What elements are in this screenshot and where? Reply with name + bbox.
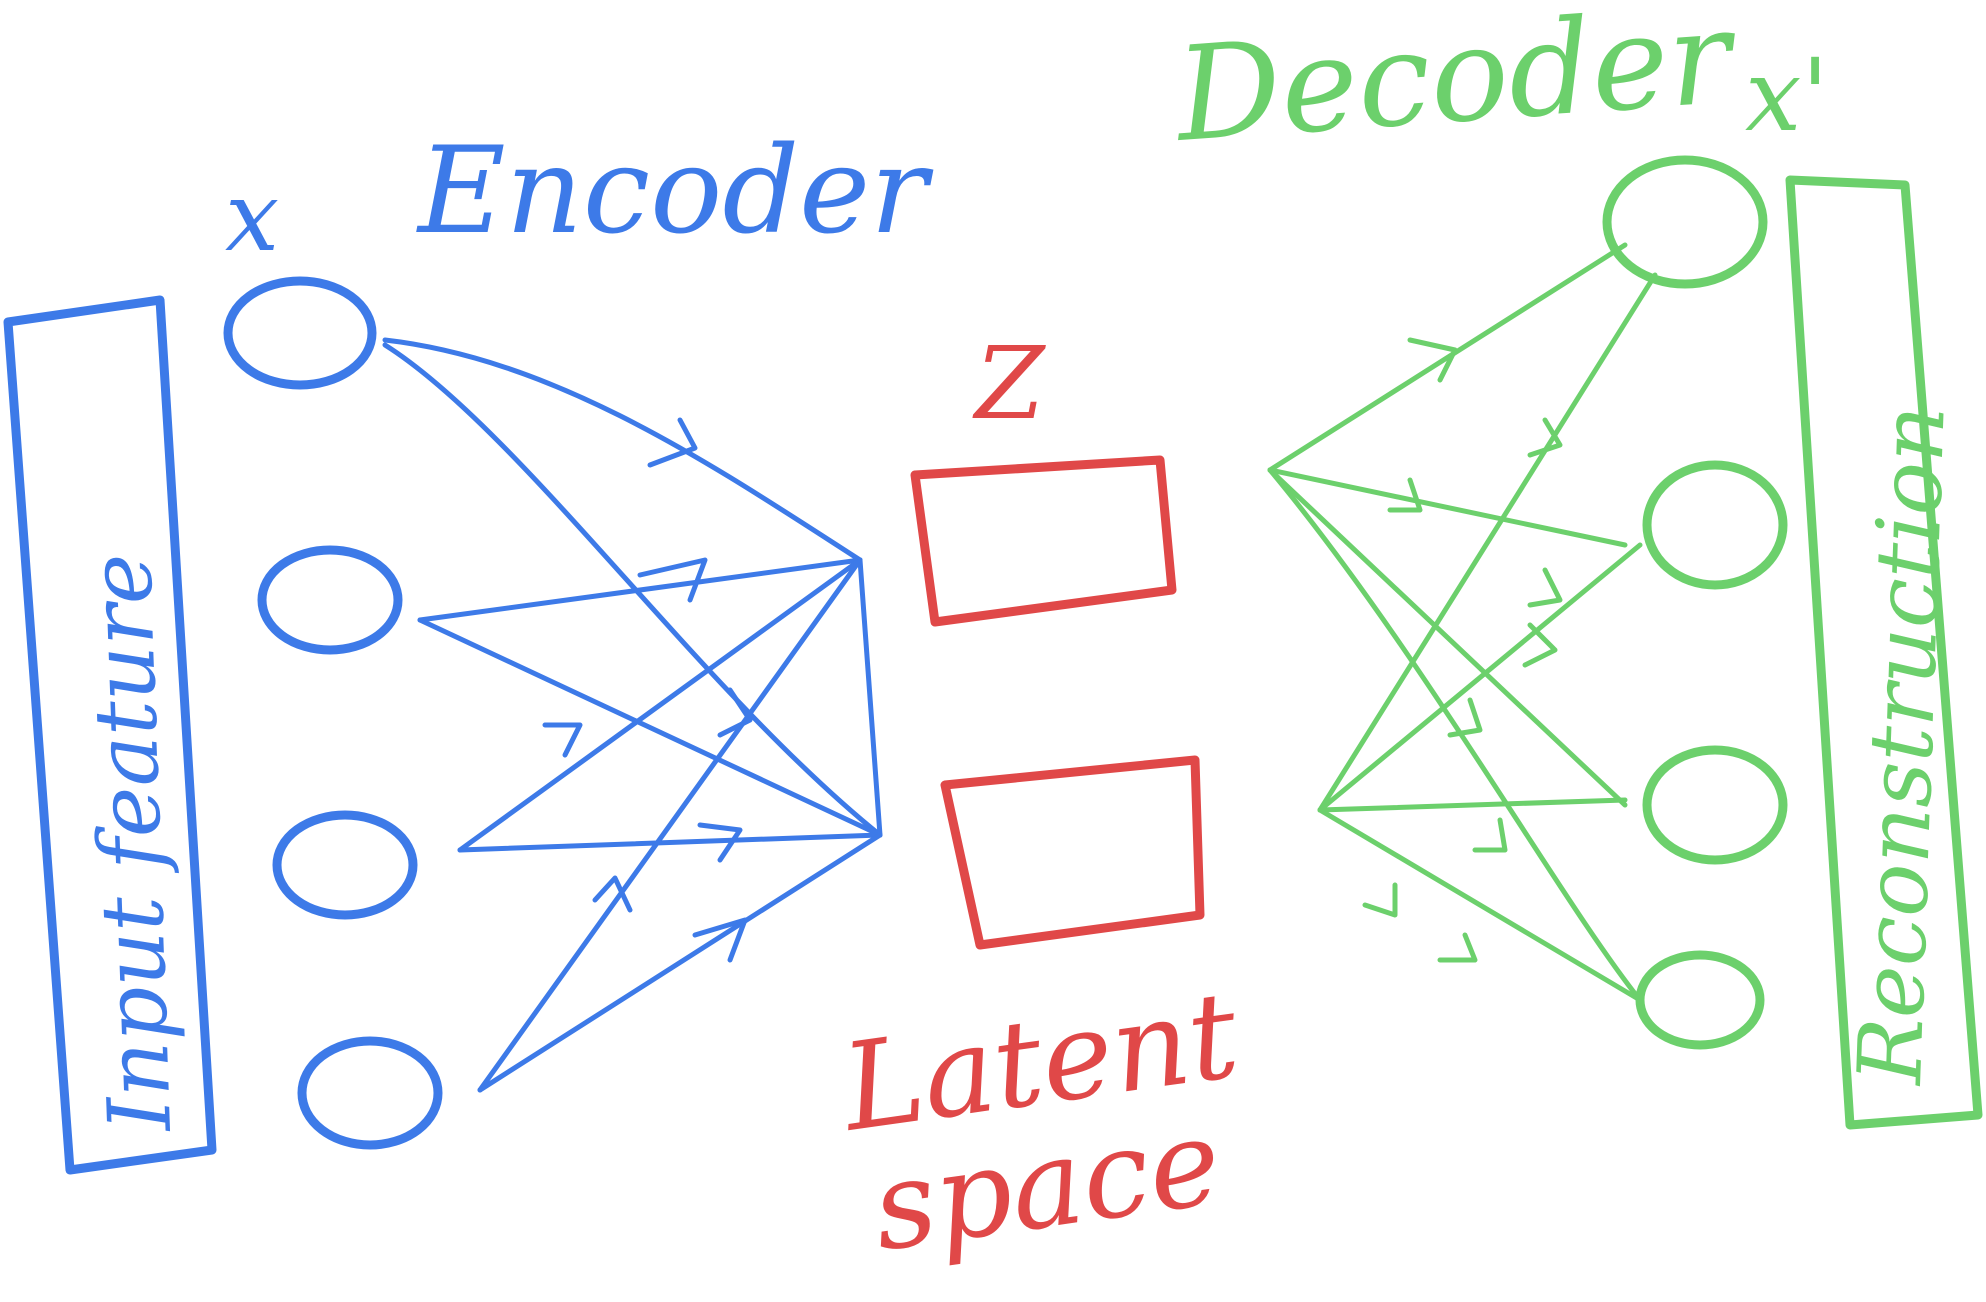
output-node <box>1602 155 1768 289</box>
reconstruction-box: Reconstruction <box>1785 175 1983 1130</box>
latent-space: Z Latent space <box>833 325 1247 1279</box>
decoder-connections <box>1267 242 1658 1003</box>
input-node <box>257 545 403 655</box>
latent-variable-label: Z <box>972 325 1046 442</box>
output-nodes <box>1602 155 1788 1050</box>
input-feature-label: Input feature <box>71 552 191 1135</box>
input-node <box>272 810 418 920</box>
decoder-label: Decoder <box>1170 0 1743 171</box>
reconstruction-label: Reconstruction <box>1838 404 1965 1088</box>
input-variable-label: x <box>225 161 279 273</box>
latent-unit <box>940 755 1205 950</box>
input-feature-box: Input feature <box>3 295 217 1175</box>
output-node <box>1642 460 1788 590</box>
latent-unit <box>910 455 1177 627</box>
encoder-label: Encoder <box>416 122 934 261</box>
encoder-connections <box>382 337 883 1093</box>
input-node <box>297 1036 443 1150</box>
output-variable-label: x' <box>1745 37 1829 154</box>
input-node <box>223 276 377 390</box>
output-node <box>1642 745 1788 865</box>
output-node <box>1635 950 1765 1050</box>
input-nodes <box>223 276 443 1150</box>
